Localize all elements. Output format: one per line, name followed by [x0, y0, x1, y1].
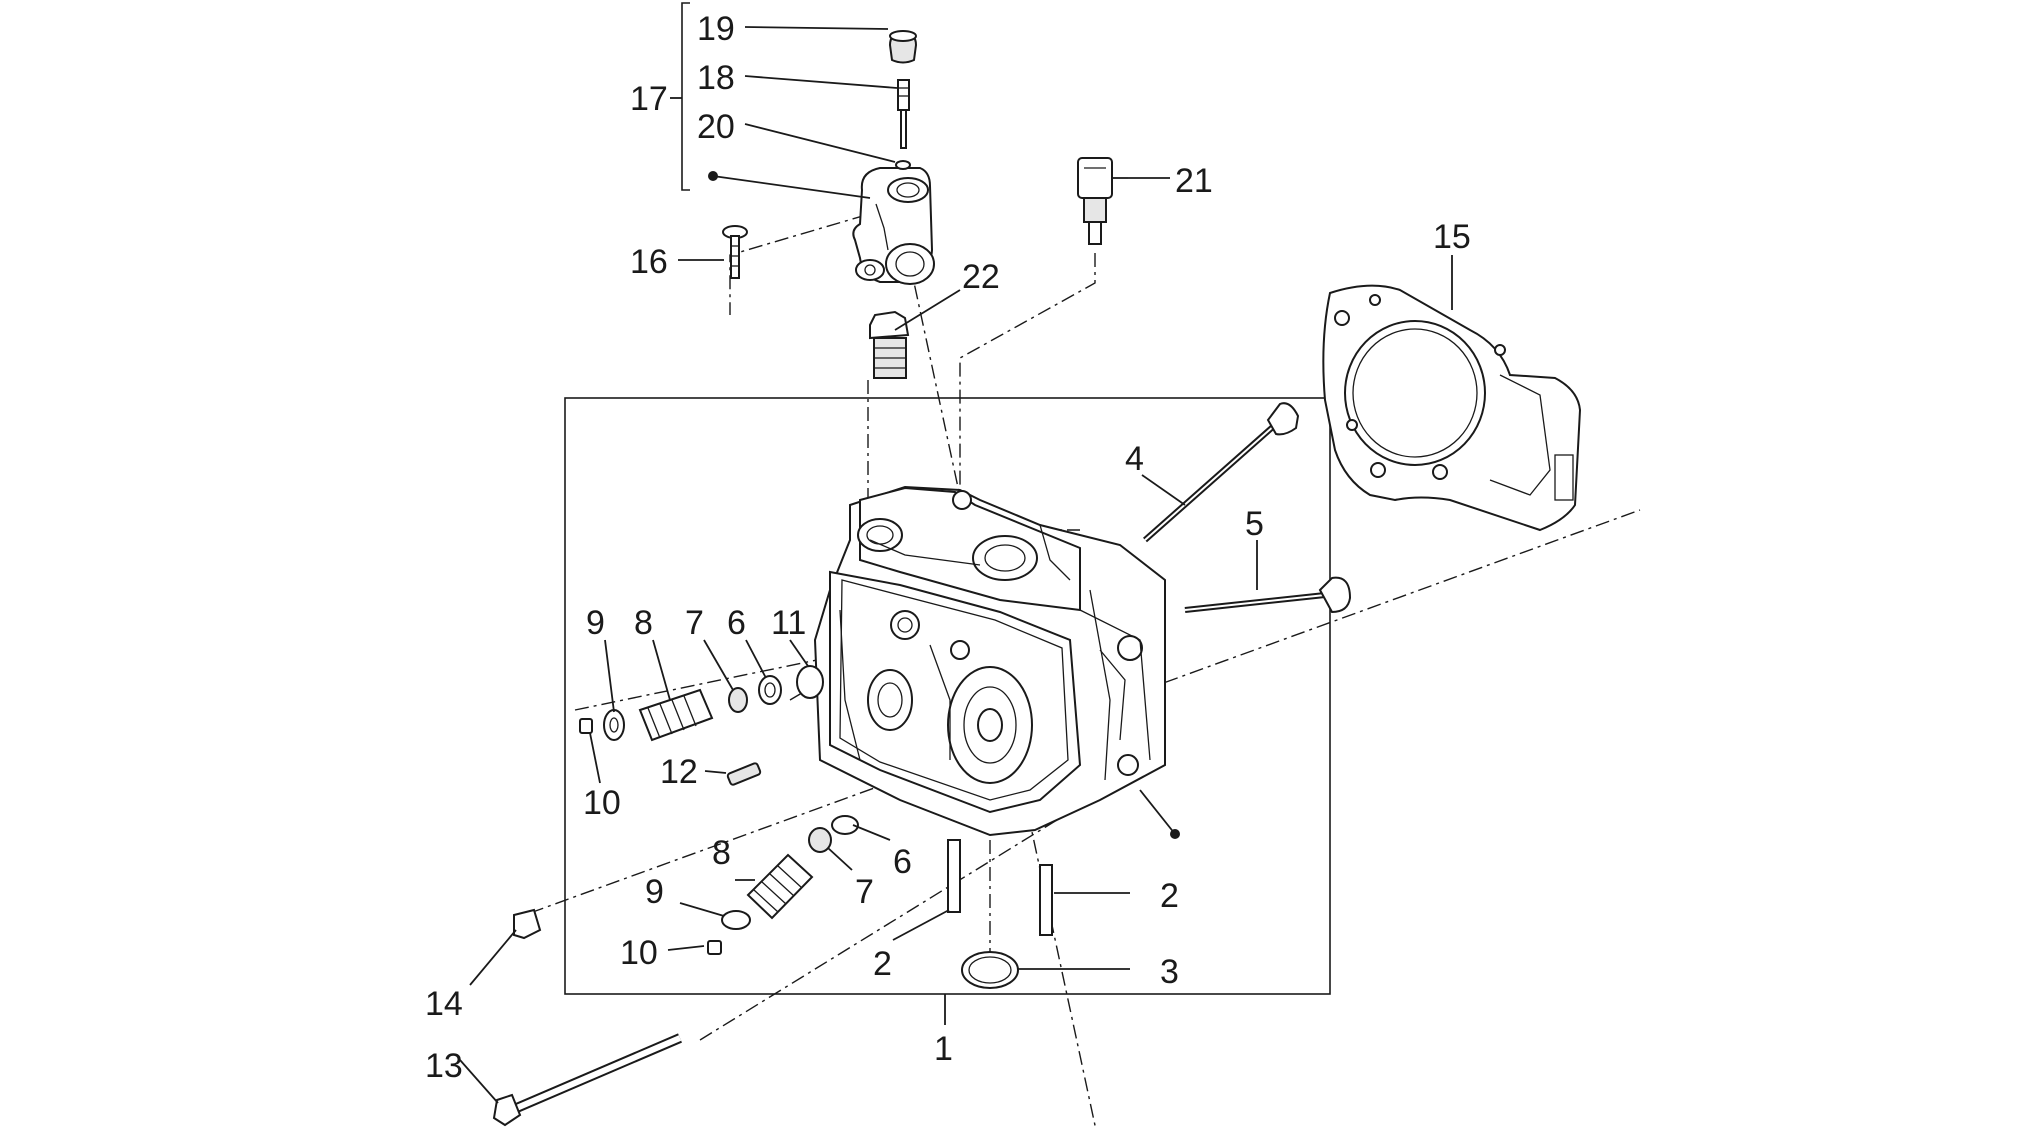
thermostat-22: [869, 310, 910, 379]
callout-6-lower: 6: [893, 843, 912, 881]
stud-2-right: [1039, 864, 1053, 936]
stud-2-left: [947, 839, 961, 913]
callout-12: 12: [660, 753, 698, 791]
screw-16: [722, 225, 748, 279]
callout-18: 18: [697, 59, 735, 97]
spring-seat-9-upper: [603, 709, 625, 741]
o-ring-20: [895, 160, 911, 170]
callout-3: 3: [1160, 953, 1179, 991]
callout-16: 16: [630, 243, 668, 281]
leader-lines: [459, 26, 1453, 1104]
callout-14: 14: [425, 985, 463, 1023]
assembly-frame: [564, 397, 1331, 995]
callout-13: 13: [425, 1047, 463, 1085]
thermostat-housing: [852, 167, 935, 285]
plug-12: [726, 762, 762, 786]
callout-9-lower: 9: [645, 873, 664, 911]
callout-5: 5: [1245, 505, 1264, 543]
washer-11: [796, 665, 824, 699]
cap-19: [888, 30, 918, 64]
callout-21: 21: [1175, 162, 1213, 200]
washer-6-lower: [831, 815, 859, 835]
valve-exhaust: [1184, 576, 1352, 614]
callout-7-upper: 7: [685, 604, 704, 642]
callout-7-lower: 7: [855, 873, 874, 911]
valve-collet-10-lower: [707, 940, 722, 955]
o-ring-3: [961, 951, 1019, 989]
spring-seat-9-lower: [721, 910, 751, 930]
plug-14: [513, 908, 542, 940]
bleed-screw-18: [897, 79, 910, 149]
callout-8-upper: 8: [634, 604, 653, 642]
callout-15: 15: [1433, 218, 1471, 256]
callout-22: 22: [962, 258, 1000, 296]
callout-19: 19: [697, 10, 735, 48]
valve-seal-7-upper: [728, 687, 748, 713]
callout-1: 1: [934, 1030, 953, 1068]
bolt-13: [492, 1033, 682, 1127]
temperature-sensor-21: [1077, 157, 1113, 245]
callout-17: 17: [630, 80, 668, 118]
valve-spring-8-lower: [746, 853, 814, 920]
callout-10-upper: 10: [583, 784, 621, 822]
cylinder-head: [813, 485, 1166, 837]
kit-bracket-17: [681, 2, 690, 191]
valve-seal-7-lower: [808, 827, 832, 853]
callout-2-lower: 2: [873, 945, 892, 983]
valve-intake: [1143, 402, 1300, 543]
callout-4: 4: [1125, 440, 1144, 478]
callout-10-lower: 10: [620, 934, 658, 972]
callout-6-upper: 6: [727, 604, 746, 642]
callout-11: 11: [771, 604, 806, 642]
valve-spring-8-upper: [638, 688, 714, 742]
valve-collet-10-upper: [579, 718, 593, 734]
washer-6-upper: [758, 675, 782, 705]
callout-8-lower: 8: [712, 834, 731, 872]
head-gasket: [1322, 284, 1582, 532]
callout-20: 20: [697, 108, 735, 146]
callout-labels: 19 18 17 20 16 21 22 15 4 5 9 8 7 6 11 1…: [425, 10, 1471, 1085]
callout-9-upper: 9: [586, 604, 605, 642]
callout-2-right: 2: [1160, 877, 1179, 915]
